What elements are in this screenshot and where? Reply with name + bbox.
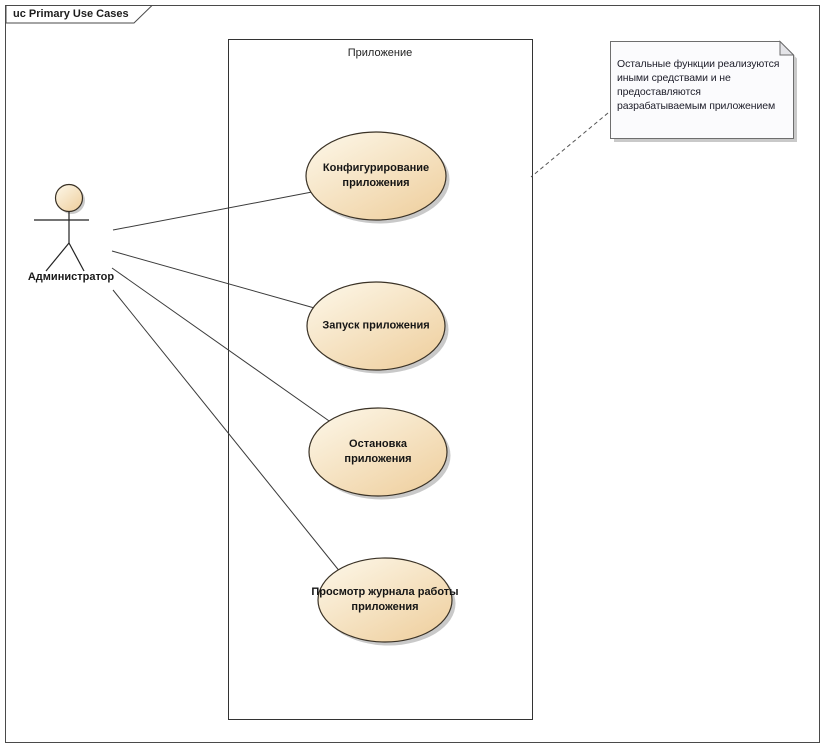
use-case-label-start: Запуск приложения — [322, 319, 430, 332]
actor-body-icon — [34, 211, 89, 272]
actor-figure[interactable] — [34, 183, 89, 272]
use-case-start[interactable] — [306, 281, 449, 374]
use-case-stop[interactable] — [308, 407, 451, 500]
boundary-label: Приложение — [347, 47, 413, 59]
use-case-label-configure: Конфигурирование приложения — [322, 162, 430, 189]
use-case-label-view-log: Просмотр журнала работы приложения — [311, 586, 459, 613]
association-start[interactable] — [111, 250, 319, 310]
actor-label: Администратор — [27, 271, 115, 283]
note[interactable] — [610, 40, 798, 143]
actor-head-icon — [54, 183, 84, 213]
diagram-frame — [5, 5, 820, 743]
note-text: Остальные функции реализуются иными сред… — [617, 58, 780, 112]
use-case-configure[interactable] — [305, 131, 450, 224]
frame-tab — [5, 5, 154, 24]
use-case-label-stop: Остановка приложения — [344, 438, 412, 465]
note-fold-icon — [779, 40, 795, 56]
association-configure[interactable] — [112, 191, 313, 231]
association-view-log[interactable] — [112, 289, 346, 579]
frame-title: uc Primary Use Cases — [13, 8, 129, 20]
use-case-view-log[interactable] — [317, 557, 456, 646]
association-stop[interactable] — [111, 267, 333, 424]
note-link[interactable] — [530, 112, 609, 178]
